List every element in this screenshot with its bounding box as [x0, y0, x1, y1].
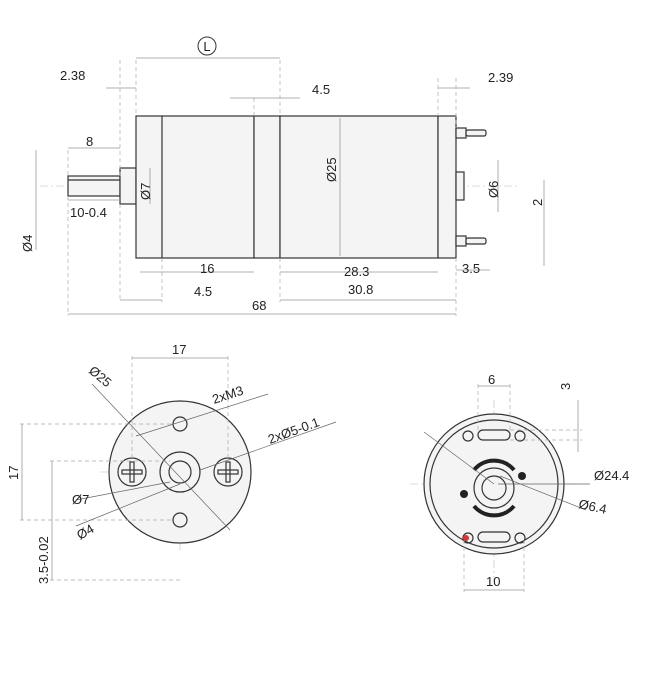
rear-bearing [473, 467, 515, 509]
front-view: 17 Ø25 2xM3 2xØ5-0.1 17 Ø7 Ø4 3.5-0.02 [6, 342, 337, 584]
dim-front-shaft-diameter: Ø4 [74, 521, 97, 543]
dim-mount-holes: 2xØ5-0.1 [266, 414, 321, 446]
motor-terminal-bottom [455, 235, 487, 247]
dim-front-boss-diameter: Ø7 [72, 492, 89, 507]
dim-flat-depth: 3.5-0.02 [36, 536, 51, 584]
dim-terminal-spacing: 2 [530, 199, 545, 206]
dim-boss-diameter: Ø7 [138, 183, 153, 200]
dim-shaft-flat: 8 [86, 134, 93, 149]
dim-total-length: 68 [252, 298, 266, 313]
dim-hole-spacing: 17 [172, 342, 186, 357]
dim-body-diameter: Ø25 [324, 157, 339, 182]
dim-motor-length: 28.3 [344, 264, 369, 279]
gearbox-body [135, 115, 255, 259]
dim-front-body-diameter: Ø25 [86, 363, 114, 390]
dim-gearbox-length: 16 [200, 261, 214, 276]
length-symbol: L [203, 39, 210, 54]
output-shaft [67, 175, 121, 197]
dim-left-gap: 2.38 [60, 68, 85, 83]
rear-boss [455, 171, 465, 201]
dim-slot-width: 6 [488, 372, 495, 387]
motor-body [279, 115, 439, 259]
motor-end-cap [437, 115, 457, 259]
dim-terminal-length: 3.5 [462, 261, 480, 276]
dim-motor-diameter: Ø24.4 [594, 468, 629, 483]
screw-left [117, 457, 147, 487]
rear-slot-bottom [477, 531, 511, 543]
dim-ring-width: 4.5 [312, 82, 330, 97]
side-view: L 2.38 2.39 4.5 8 10-0.4 Ø4 Ø7 Ø25 Ø6 2 … [20, 36, 545, 316]
motor-terminal-top [455, 127, 487, 139]
dim-shaft-diameter: Ø4 [20, 235, 35, 252]
dim-bearing-diameter: Ø6.4 [577, 496, 608, 517]
dim-lower-slot-width: 10 [486, 574, 500, 589]
dim-vertical-spacing: 17 [6, 466, 21, 480]
screw-right [213, 457, 243, 487]
dim-shaft-length: 10-0.4 [70, 205, 107, 220]
dim-motor-total: 30.8 [348, 282, 373, 297]
mount-hole-bottom [172, 512, 188, 528]
gearbox-boss [119, 167, 137, 205]
gearbox-ring [253, 115, 281, 259]
dim-right-gap: 2.39 [488, 70, 513, 85]
terminal-marker [463, 535, 469, 541]
dim-ring-width-bottom: 4.5 [194, 284, 212, 299]
dim-rear-boss-diameter: Ø6 [486, 181, 501, 198]
dim-slot-offset: 3 [558, 383, 573, 390]
front-shaft [168, 460, 192, 484]
front-boss [159, 451, 201, 493]
rear-slot-top [477, 429, 511, 441]
rear-view: 6 3 Ø24.4 Ø6.4 10 [410, 372, 629, 592]
